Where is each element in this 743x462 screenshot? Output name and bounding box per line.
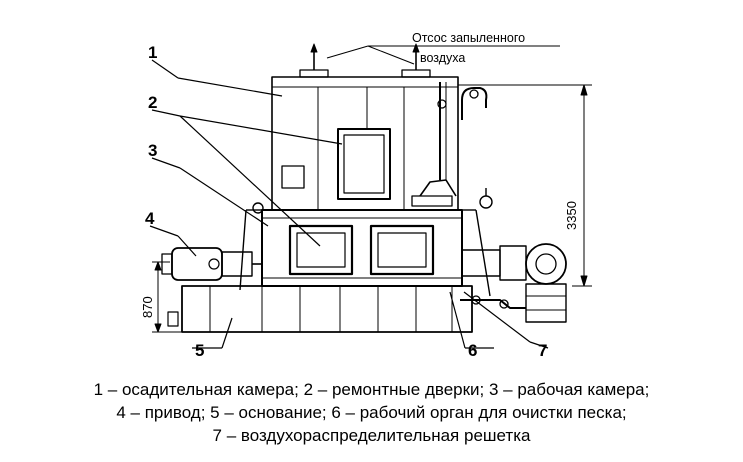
- dimension-lines: [152, 84, 592, 333]
- callout-6: 6: [468, 341, 477, 360]
- callout-2: 2: [148, 93, 157, 112]
- base-frame: [167, 285, 526, 333]
- callout-4: 4: [145, 209, 155, 228]
- callout-3: 3: [148, 141, 157, 160]
- callout-7: 7: [538, 341, 547, 360]
- exhaust-note-line1: Отсос запыленного: [412, 31, 525, 45]
- dimension-base-label: 870: [140, 296, 155, 318]
- caption-line-2: 4 – привод; 5 – основание; 6 – рабочий о…: [116, 403, 627, 422]
- exhaust-note-line2: воздуха: [420, 51, 465, 65]
- callout-5: 5: [195, 341, 204, 360]
- callout-1: 1: [148, 43, 157, 62]
- settling-chamber: [271, 43, 560, 211]
- working-chamber: [239, 188, 493, 297]
- caption-line-1: 1 – осадительная камера; 2 – ремонтные д…: [93, 380, 650, 399]
- caption-line-3: 7 – воздухораспределительная решетка: [212, 426, 531, 445]
- drive-unit: [161, 243, 567, 323]
- machine-drawing: Отсос запыленного воздуха 1 2 3 4 5 6 7 …: [140, 31, 592, 360]
- dimension-height-label: 3350: [564, 201, 579, 230]
